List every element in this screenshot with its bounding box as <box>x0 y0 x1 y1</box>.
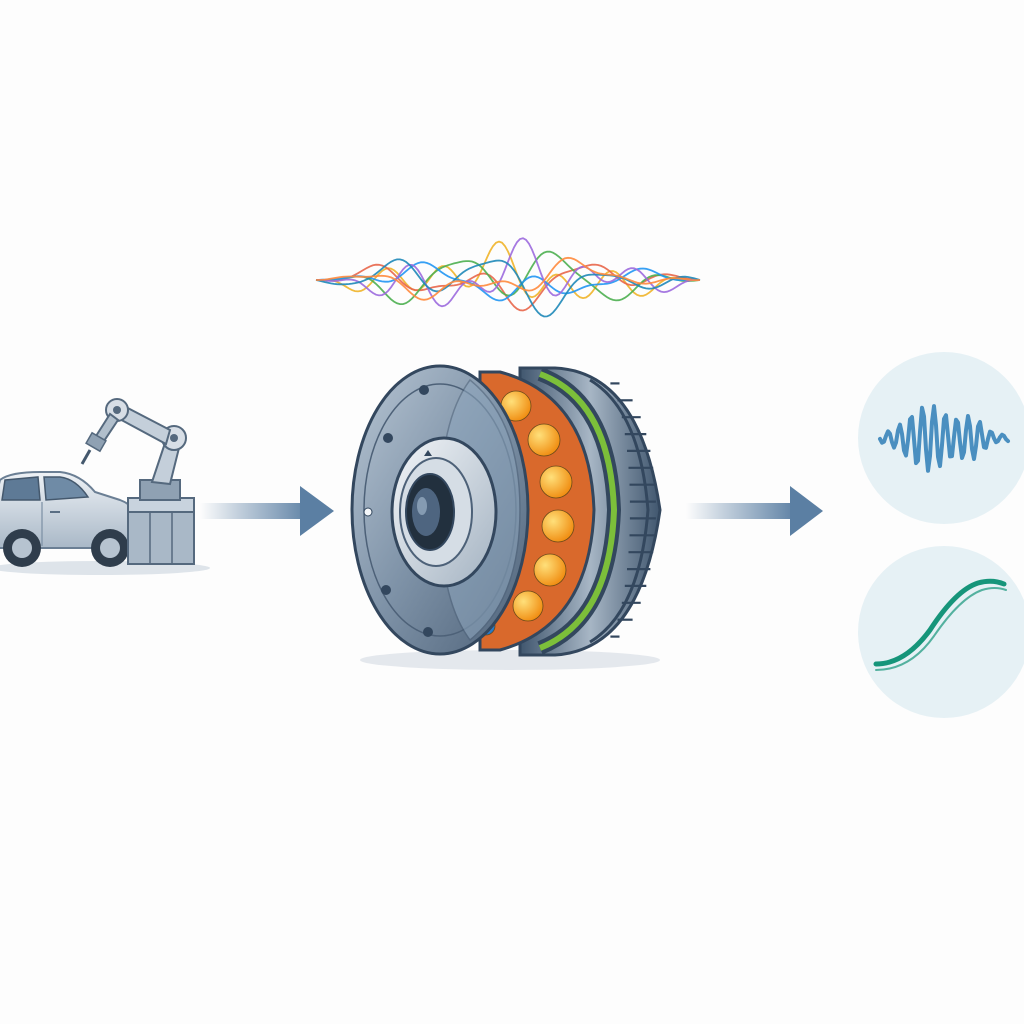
bearing-ball <box>539 465 573 499</box>
signal-line <box>315 237 701 308</box>
bearing-ball <box>541 509 575 543</box>
bearing-ball <box>533 553 567 587</box>
signal-line <box>316 256 701 301</box>
signal-line <box>315 250 701 305</box>
multichannel-signal-waves <box>315 237 701 318</box>
car-with-robot-arm-icon <box>0 398 210 575</box>
signal-line <box>315 240 701 300</box>
trend-curve-icon <box>858 546 1024 718</box>
bearing-ball <box>512 590 544 622</box>
ball-bearing-icon <box>350 364 662 670</box>
arrow-source-to-bearing <box>200 486 334 536</box>
vibration-waveform-icon <box>858 352 1024 524</box>
arrow-bearing-to-outputs <box>686 486 823 536</box>
signal-line <box>315 258 701 318</box>
bearing-ball <box>527 423 561 457</box>
